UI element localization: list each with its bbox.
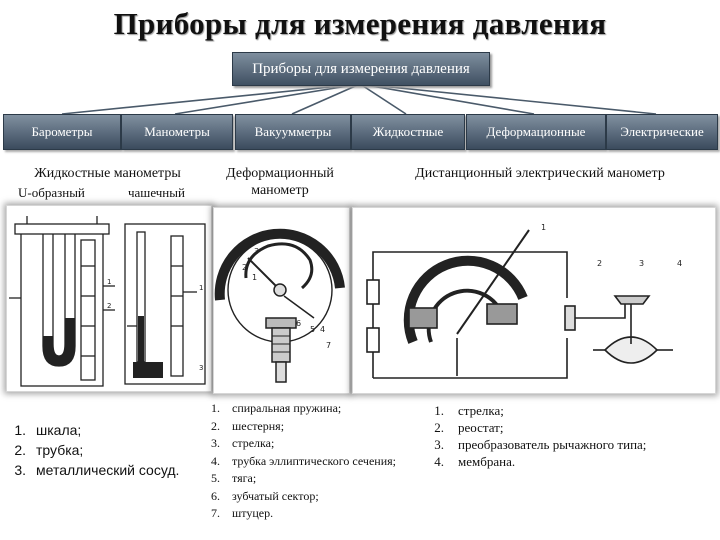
liquid-legend: 1.шкала; 2.трубка; 3.металлический сосуд… bbox=[8, 420, 179, 480]
category-deformation: Деформационные bbox=[466, 114, 606, 150]
deform-section-title: Деформационный манометр bbox=[226, 166, 334, 198]
deform-number-4: 4 bbox=[320, 325, 325, 334]
svg-text:3: 3 bbox=[199, 364, 203, 372]
category-manometers: Манометры bbox=[121, 114, 233, 150]
list-item: 5.тяга; bbox=[211, 471, 257, 485]
deform-number-5: 5 bbox=[310, 325, 315, 334]
deform-legend: 1.спиральная пружина; 2.шестерня; 3.стре… bbox=[202, 400, 396, 523]
electric-legend: 1.стрелка; 2.реостат; 3.преобразователь … bbox=[428, 402, 646, 470]
deform-number-3: 3 bbox=[254, 247, 259, 256]
list-item: 2.шестерня; bbox=[211, 418, 285, 433]
list-item: 1.шкала; bbox=[14, 422, 82, 438]
deformation-manometer-figure: 3 2 1 6 5 4 7 bbox=[213, 207, 350, 394]
electric-number-3: 3 bbox=[639, 259, 644, 268]
svg-text:2: 2 bbox=[107, 302, 111, 310]
list-item: 4.мембрана. bbox=[434, 454, 516, 469]
deform-number-7: 7 bbox=[326, 341, 331, 350]
list-item: 4.трубка эллиптического сечения; bbox=[211, 453, 396, 468]
category-vacuummeters: Вакуумметры bbox=[235, 114, 351, 150]
liquid-manometer-figure: 1 2 1 3 bbox=[6, 205, 212, 392]
electric-number-2: 2 bbox=[597, 259, 602, 268]
category-electric: Электрические bbox=[606, 114, 718, 150]
root-node: Приборы для измерения давления bbox=[232, 52, 490, 86]
list-item: 3.металлический сосуд. bbox=[14, 462, 180, 478]
electric-number-1: 1 bbox=[541, 223, 546, 232]
list-item: 1.спиральная пружина; bbox=[211, 401, 342, 415]
electric-manometer-drawing: 1 2 3 4 bbox=[366, 223, 682, 379]
list-item: 2.реостат; bbox=[434, 420, 504, 435]
page-title: Приборы для измерения давления bbox=[113, 6, 607, 41]
u-tube-label: U-образный bbox=[18, 185, 85, 200]
electric-number-4: 4 bbox=[677, 259, 682, 268]
electric-section-title: Дистанционный электрический манометр bbox=[415, 166, 665, 181]
liquid-section-title: Жидкостные манометры bbox=[34, 166, 181, 181]
category-barometers: Барометры bbox=[3, 114, 121, 150]
electric-manometer-figure: 1 2 3 4 bbox=[352, 207, 716, 394]
list-item: 3.стрелка; bbox=[211, 436, 275, 450]
cup-label: чашечный bbox=[128, 185, 185, 200]
deform-number-2: 2 bbox=[242, 263, 247, 272]
list-item: 1.стрелка; bbox=[434, 403, 504, 418]
liquid-manometer-drawing: 1 2 1 3 bbox=[9, 216, 206, 387]
deformation-manometer-drawing: 3 2 1 6 5 4 7 bbox=[214, 228, 345, 383]
category-liquid: Жидкостные bbox=[351, 114, 465, 150]
deform-number-1: 1 bbox=[252, 273, 257, 282]
list-item: 7.штуцер. bbox=[211, 506, 274, 520]
svg-text:1: 1 bbox=[107, 278, 111, 286]
svg-text:1: 1 bbox=[199, 284, 203, 292]
list-item: 2.трубка; bbox=[14, 442, 84, 458]
deform-number-6: 6 bbox=[296, 319, 301, 328]
list-item: 6.зубчатый сектор; bbox=[211, 488, 319, 503]
list-item: 3.преобразователь рычажного типа; bbox=[434, 437, 647, 452]
